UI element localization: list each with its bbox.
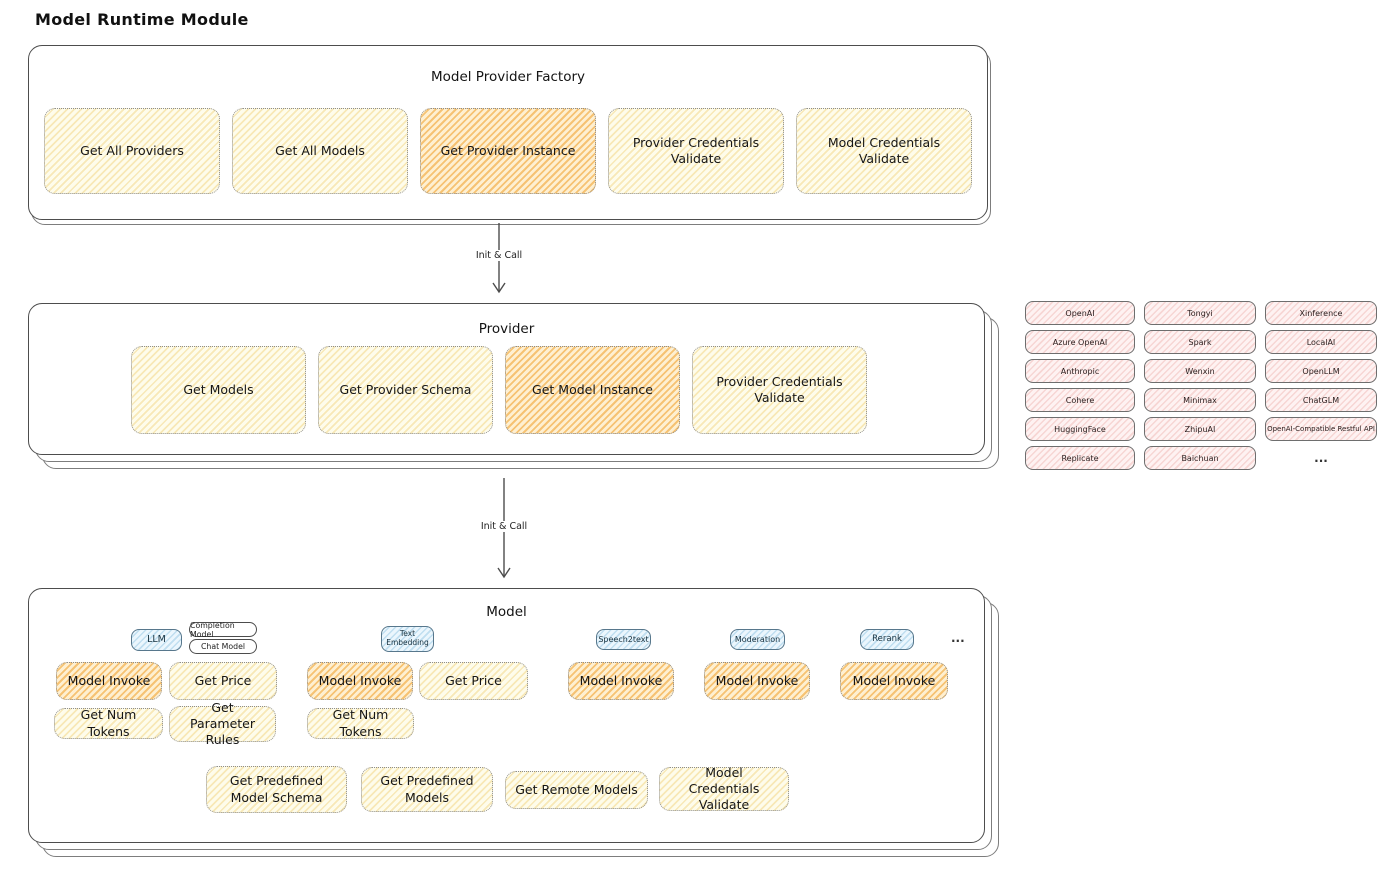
moderation-model-invoke-button: Model Invoke xyxy=(704,662,810,700)
provider-item-zhipuai: ZhipuAI xyxy=(1144,417,1256,441)
get-predefined-models-button: Get Predefined Models xyxy=(361,767,493,812)
provider-item-openllm: OpenLLM xyxy=(1265,359,1377,383)
factory-title: Model Provider Factory xyxy=(430,69,585,85)
llm-get-num-tokens-button: Get Num Tokens xyxy=(54,707,163,739)
get-predefined-model-schema-button: Get Predefined Model Schema xyxy=(206,766,347,813)
get-models-button: Get Models xyxy=(131,346,306,434)
provider-credentials-validate-button: Provider Credentials Validate xyxy=(608,108,784,194)
provider-list-ellipsis: ... xyxy=(1314,451,1328,465)
provider-credentials-validate-button-2: Provider Credentials Validate xyxy=(692,346,867,434)
provider-item-baichuan: Baichuan xyxy=(1144,446,1256,470)
provider-box: Provider Get Models Get Provider Schema … xyxy=(28,303,985,455)
provider-item-chatglm: ChatGLM xyxy=(1265,388,1377,412)
provider-item-spark: Spark xyxy=(1144,330,1256,354)
provider-list-grid: OpenAI Tongyi Xinference Azure OpenAI Sp… xyxy=(1025,301,1377,470)
tab-completion-model: Completion Model xyxy=(189,621,257,639)
llm-get-price-button: Get Price xyxy=(169,662,277,700)
text-embedding-model-invoke-button: Model Invoke xyxy=(307,662,413,700)
tab-moderation: Moderation xyxy=(730,629,785,650)
model-credentials-validate-button-2: Model Credentials Validate xyxy=(659,765,789,812)
provider-item-openai: OpenAI xyxy=(1025,301,1135,325)
get-all-providers-button: Get All Providers xyxy=(44,108,220,194)
tab-llm: LLM xyxy=(131,629,182,651)
speech2text-model-invoke-button: Model Invoke xyxy=(568,662,674,700)
model-box: Model LLM Completion Model Chat Model Te… xyxy=(28,588,985,843)
tabs-ellipsis: ... xyxy=(951,631,965,645)
text-embedding-get-price-button: Get Price xyxy=(419,662,528,700)
provider-item-localai: LocalAI xyxy=(1265,330,1377,354)
init-call-label-2: Init & Call xyxy=(459,521,549,532)
provider-item-openai-compatible: OpenAI-Compatible Restful API xyxy=(1265,417,1377,441)
page-title: Model Runtime Module xyxy=(35,10,249,29)
get-all-models-button: Get All Models xyxy=(232,108,408,194)
llm-get-parameter-rules-button: Get Parameter Rules xyxy=(169,700,276,747)
tab-text-embedding: Text Embedding xyxy=(381,626,434,652)
get-remote-models-button: Get Remote Models xyxy=(505,771,648,809)
provider-item-anthropic: Anthropic xyxy=(1025,359,1135,383)
text-embedding-get-num-tokens-button: Get Num Tokens xyxy=(307,707,414,739)
provider-item-cohere: Cohere xyxy=(1025,388,1135,412)
provider-item-tongyi: Tongyi xyxy=(1144,301,1256,325)
provider-item-wenxin: Wenxin xyxy=(1144,359,1256,383)
provider-item-azure-openai: Azure OpenAI xyxy=(1025,330,1135,354)
rerank-model-invoke-button: Model Invoke xyxy=(840,662,948,700)
llm-model-invoke-button: Model Invoke xyxy=(56,662,162,700)
model-credentials-validate-button: Model Credentials Validate xyxy=(796,108,972,194)
provider-item-xinference: Xinference xyxy=(1265,301,1377,325)
provider-item-minimax: Minimax xyxy=(1144,388,1256,412)
tab-rerank: Rerank xyxy=(860,629,914,650)
get-provider-schema-button: Get Provider Schema xyxy=(318,346,493,434)
model-title: Model xyxy=(486,604,527,620)
tab-speech2text: Speech2text xyxy=(596,629,651,650)
provider-item-replicate: Replicate xyxy=(1025,446,1135,470)
provider-title: Provider xyxy=(478,321,535,337)
tab-chat-model: Chat Model xyxy=(189,639,257,654)
provider-item-huggingface: HuggingFace xyxy=(1025,417,1135,441)
factory-box: Model Provider Factory Get All Providers… xyxy=(28,45,988,220)
get-model-instance-button: Get Model Instance xyxy=(505,346,680,434)
init-call-label-1: Init & Call xyxy=(454,250,544,261)
get-provider-instance-button: Get Provider Instance xyxy=(420,108,596,194)
